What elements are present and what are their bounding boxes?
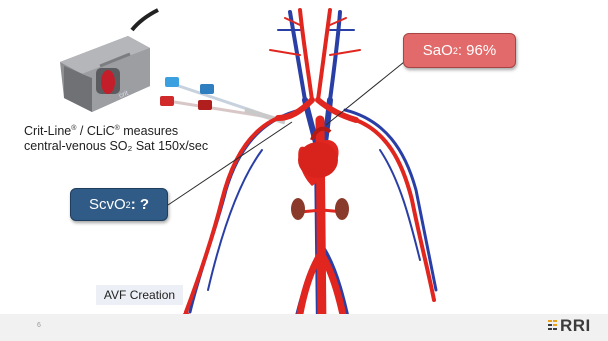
scvo2-label: ScvO [89, 196, 126, 213]
caption-line-1: Crit-Line® / CLiC® measures [24, 124, 234, 139]
caption-line-2: central-venous SO₂ Sat 150x/sec [24, 139, 234, 154]
crit-line-caption: Crit-Line® / CLiC® measures central-veno… [24, 124, 234, 154]
rri-logo: RRI [548, 316, 591, 336]
crit-line-sensor-icon: crit [60, 10, 158, 112]
scvo2-value: : ? [131, 196, 149, 213]
sao2-label: SaO [423, 42, 453, 59]
rri-logo-text: RRI [560, 316, 591, 336]
avf-creation-label: AVF Creation [96, 285, 183, 305]
blood-line-tubing-icon [160, 77, 285, 122]
footer-band [0, 314, 608, 341]
page-number: 6 [37, 322, 41, 329]
caption-brand-1: Crit-Line [24, 124, 71, 138]
rri-logo-icon [548, 320, 558, 332]
caption-brand-2: / CLiC [76, 124, 114, 138]
caption-verb: measures [120, 124, 178, 138]
sao2-value: : 96% [458, 42, 496, 59]
